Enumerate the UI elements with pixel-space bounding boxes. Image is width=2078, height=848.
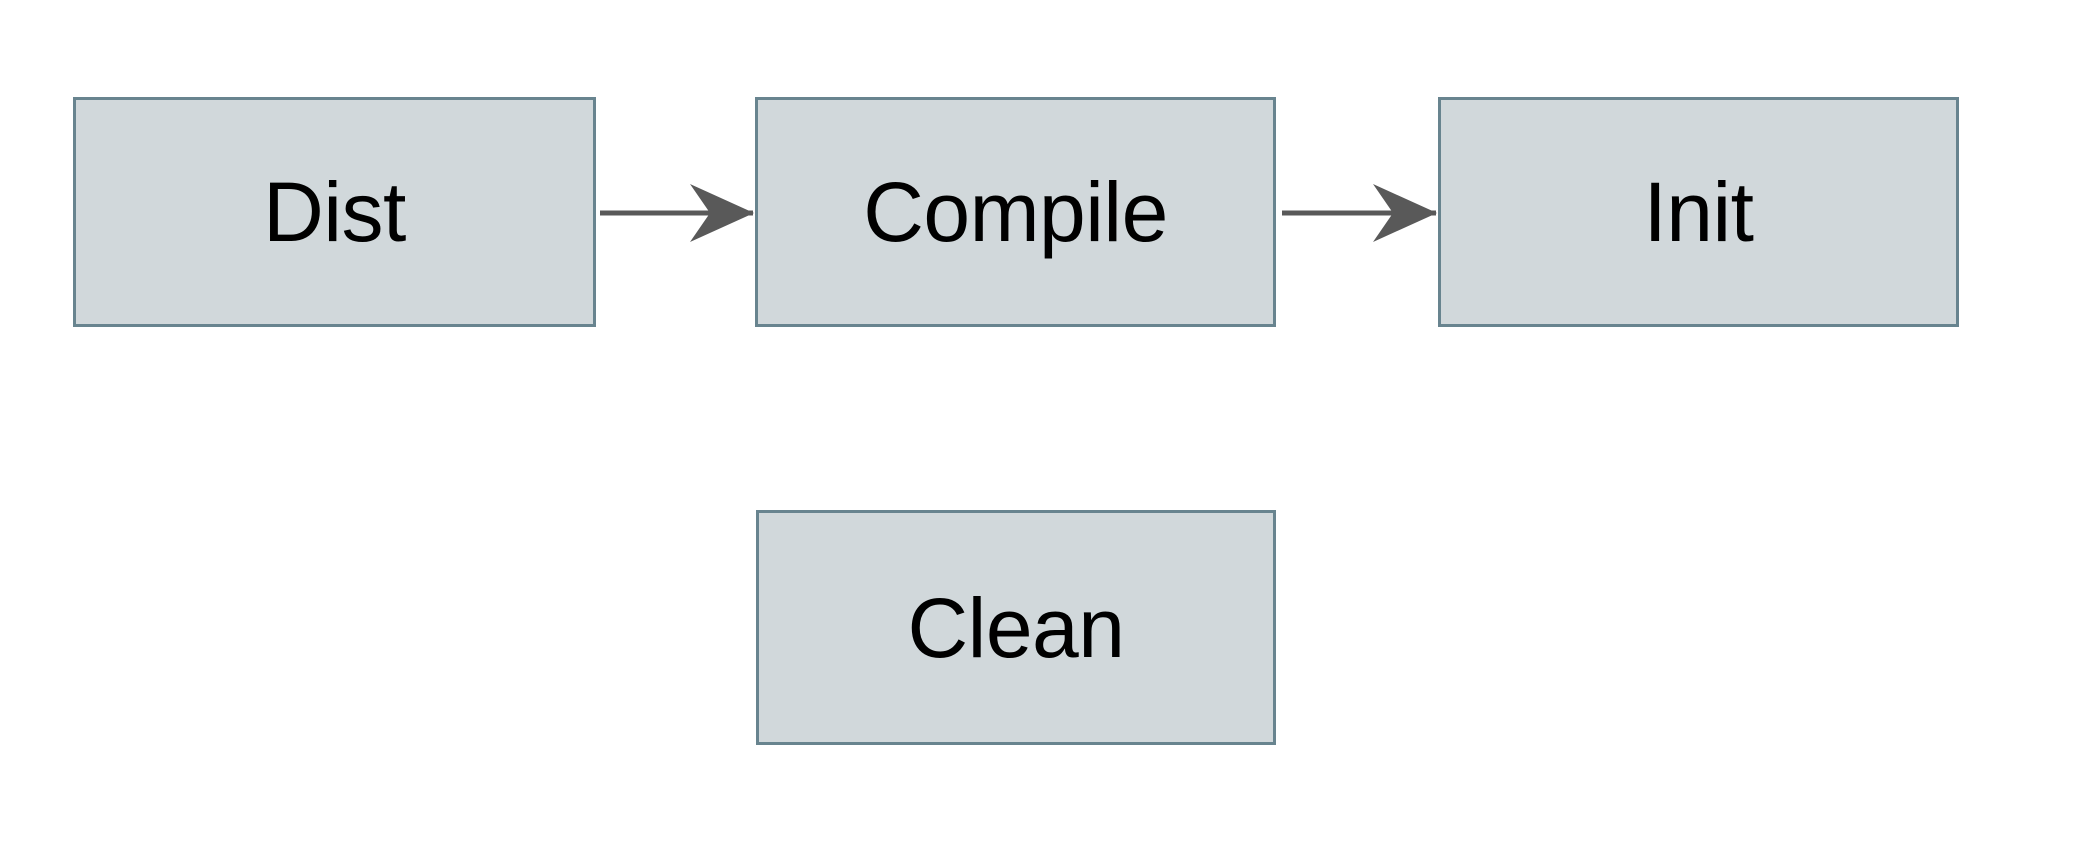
node-init[interactable]: Init xyxy=(1438,97,1959,327)
node-init-label: Init xyxy=(1643,165,1754,259)
node-dist[interactable]: Dist xyxy=(73,97,596,327)
node-dist-label: Dist xyxy=(263,165,406,259)
node-clean[interactable]: Clean xyxy=(756,510,1276,745)
node-compile-label: Compile xyxy=(863,165,1168,259)
node-compile[interactable]: Compile xyxy=(755,97,1276,327)
node-clean-label: Clean xyxy=(907,580,1125,675)
